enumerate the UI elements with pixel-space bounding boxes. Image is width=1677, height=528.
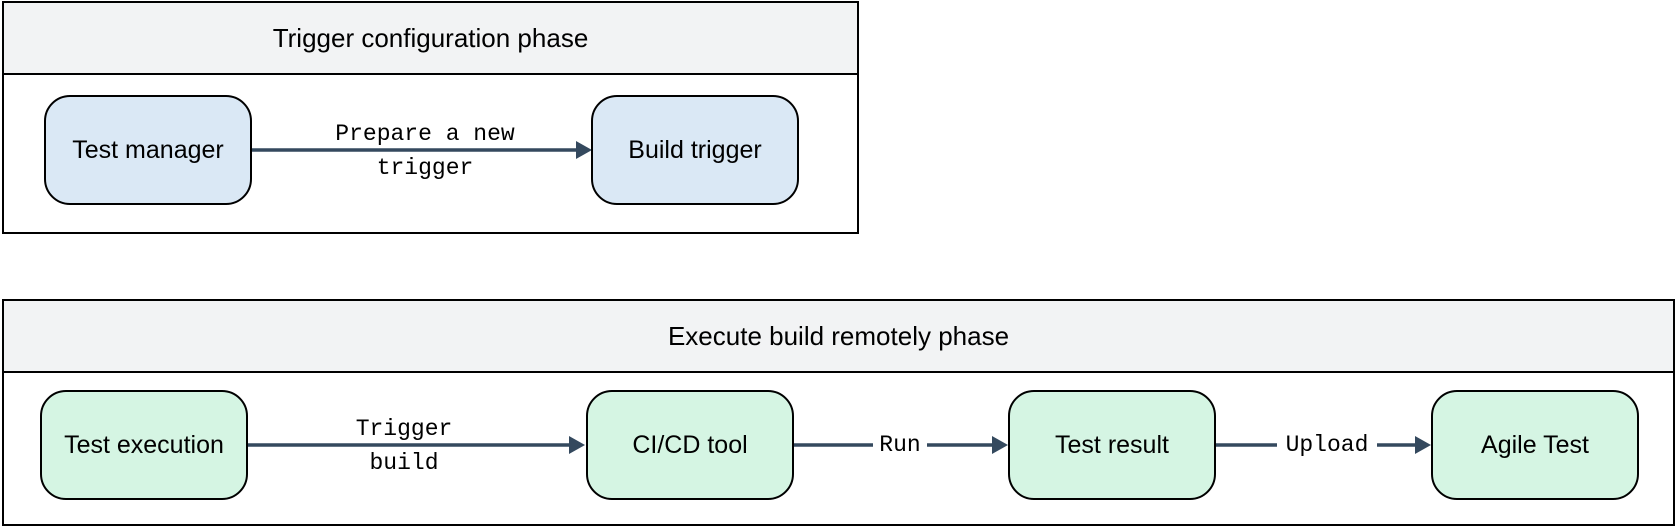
node-test-result[interactable]: Test result (1008, 390, 1216, 500)
node-test-execution[interactable]: Test execution (40, 390, 248, 500)
edge-label-prepare-new-trigger: Prepare a new trigger (335, 121, 515, 181)
phase-title: Execute build remotely phase (4, 301, 1673, 373)
execute-build-remotely-phase: Execute build remotely phase (2, 299, 1675, 526)
node-agile-test[interactable]: Agile Test (1431, 390, 1639, 500)
node-test-manager[interactable]: Test manager (44, 95, 252, 205)
edge-label-upload: Upload (1277, 428, 1377, 462)
node-ci-cd-tool[interactable]: CI/CD tool (586, 390, 794, 500)
edge-label-run: Run (873, 428, 927, 462)
phase-title: Trigger configuration phase (4, 3, 857, 75)
edge-label-trigger-build: Trigger build (355, 416, 453, 476)
node-build-trigger[interactable]: Build trigger (591, 95, 799, 205)
